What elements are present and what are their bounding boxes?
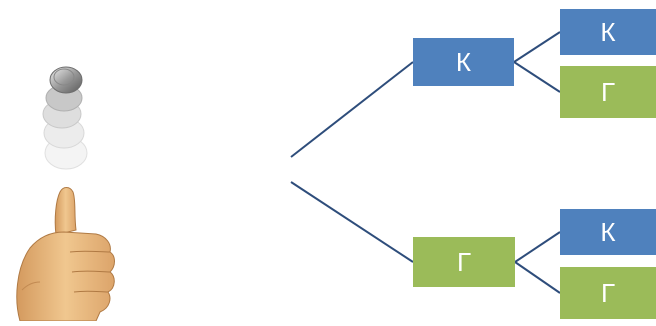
node-level1-k: К xyxy=(413,38,514,86)
edge-root-to-g xyxy=(290,181,414,263)
node-label: Г xyxy=(600,77,616,107)
edge-g-to-gg xyxy=(514,261,561,294)
edge-g-to-gk xyxy=(514,231,561,263)
node-level2-k-k: К xyxy=(560,9,656,55)
node-label: К xyxy=(600,17,616,47)
node-level2-k-g: Г xyxy=(560,66,656,118)
node-level2-g-g: Г xyxy=(560,267,656,319)
node-label: К xyxy=(455,47,472,77)
thumbs-up-hand-icon xyxy=(16,187,115,322)
edge-k-to-kg xyxy=(513,61,561,93)
coin-toss-icon xyxy=(16,66,115,322)
node-level1-g: Г xyxy=(413,237,515,287)
node-label: К xyxy=(600,217,616,247)
node-level2-g-k: К xyxy=(560,209,656,255)
coin-toss-illustration xyxy=(0,0,150,322)
node-label: Г xyxy=(600,278,616,308)
node-label: Г xyxy=(456,247,472,277)
edge-root-to-k xyxy=(290,61,414,158)
edge-k-to-kk xyxy=(513,31,561,63)
